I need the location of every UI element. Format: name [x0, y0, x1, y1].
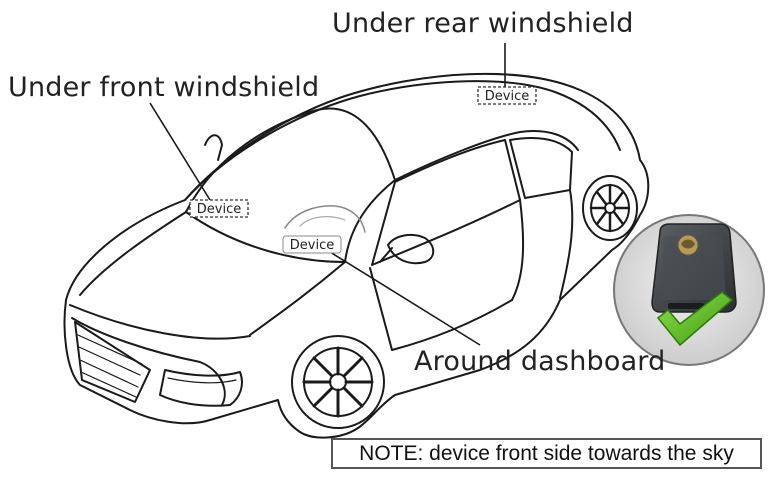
device-tag-front-box	[189, 199, 249, 218]
device-tag-front: Device	[197, 202, 241, 217]
front-wheel	[291, 335, 385, 429]
label-under-rear-windshield: Under rear windshield	[332, 8, 634, 39]
note-text: NOTE: device front side towards the sky	[359, 441, 734, 465]
device-tag-rear-box	[477, 86, 537, 105]
leader-front	[149, 102, 211, 201]
note-box: NOTE: device front side towards the sky	[331, 438, 762, 469]
check-mark-icon	[656, 291, 734, 347]
device-tag-rear: Device	[485, 89, 529, 104]
front-bumper	[71, 317, 226, 406]
car-roof	[184, 80, 621, 201]
device-inset	[613, 214, 765, 366]
device-tag-dashboard-box	[282, 235, 342, 254]
gps-device-icon	[651, 223, 737, 313]
rear-wheel	[582, 175, 638, 241]
leader-dashboard	[329, 251, 481, 346]
side-window	[371, 139, 521, 266]
headlight	[159, 369, 243, 407]
device-tag-dashboard: Device	[290, 238, 334, 253]
side-mirror	[387, 233, 435, 265]
front-grille	[74, 321, 151, 403]
label-around-dashboard: Around dashboard	[414, 346, 666, 377]
dashboard	[284, 205, 366, 233]
label-under-front-windshield: Under front windshield	[8, 72, 320, 103]
